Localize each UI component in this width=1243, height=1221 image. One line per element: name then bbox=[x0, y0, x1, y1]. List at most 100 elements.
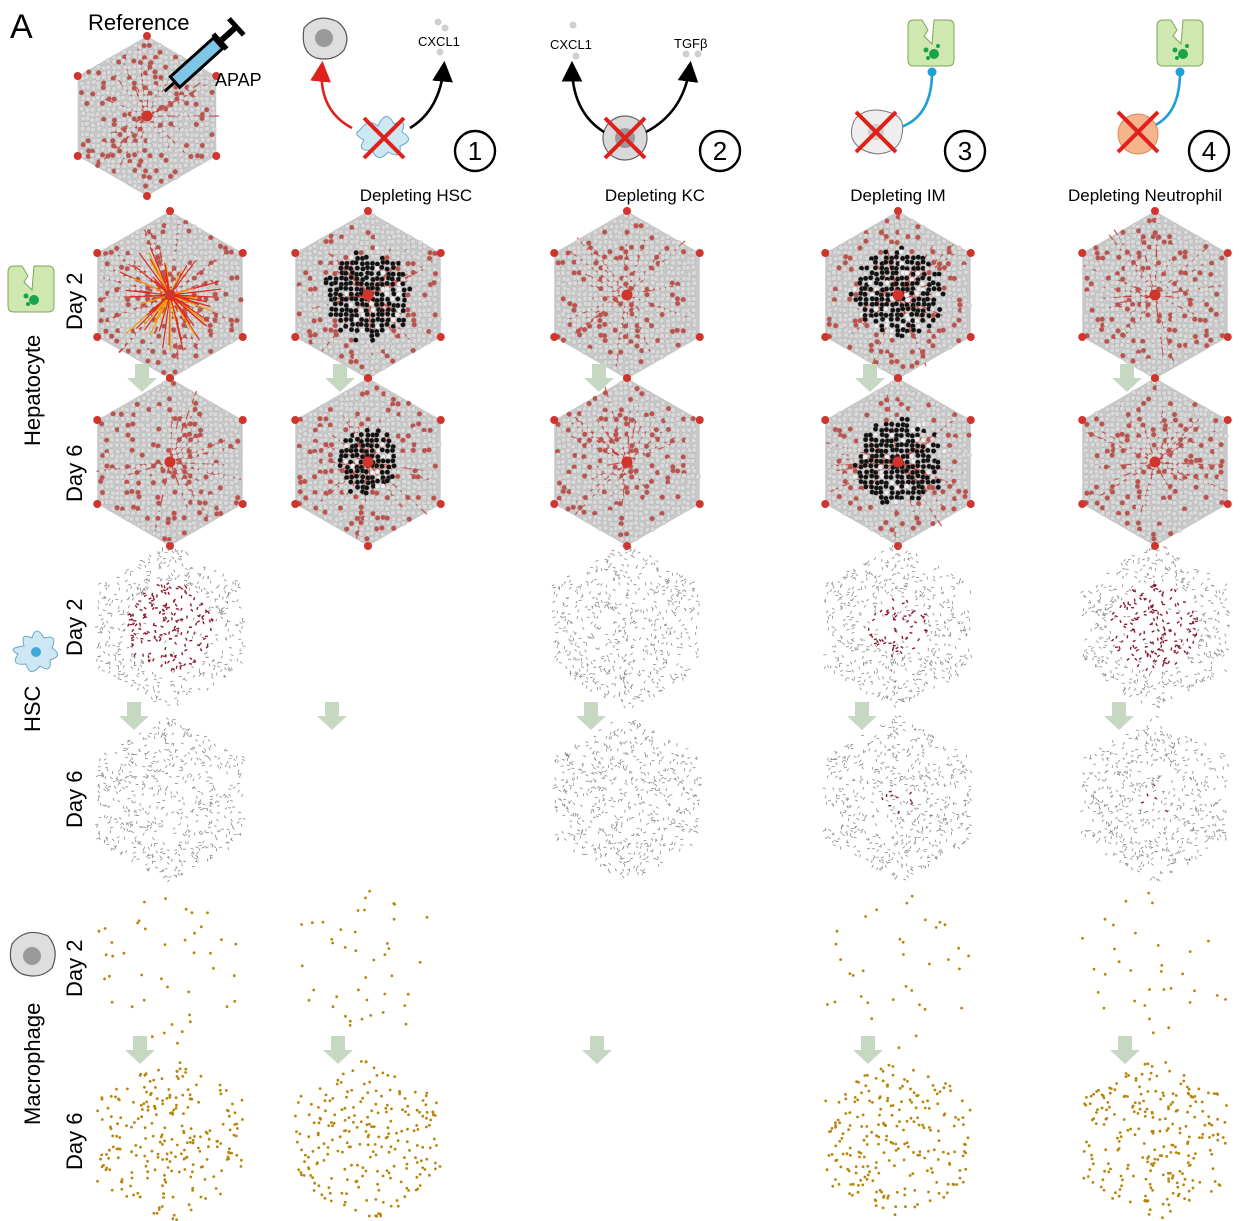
down-arrow-icon bbox=[317, 702, 347, 730]
panel-letter: A bbox=[10, 8, 33, 46]
svg-text:Day 2: Day 2 bbox=[62, 599, 87, 656]
scenario-2-diagram: CXCL1 TGFβ 2 Depleting KC bbox=[550, 21, 742, 205]
scenario-3-number: 3 bbox=[958, 136, 972, 166]
down-arrow-icon bbox=[1110, 1036, 1140, 1064]
scenario-1-number: 1 bbox=[468, 136, 482, 166]
macrophage-lobule-tile bbox=[1082, 1061, 1228, 1220]
hepatocyte-lobule-tile bbox=[291, 207, 445, 383]
hepatocyte-icon bbox=[7, 265, 55, 313]
scenario-1-label: Depleting HSC bbox=[360, 186, 472, 205]
svg-text:Day 2: Day 2 bbox=[62, 940, 87, 997]
hepatocyte-icon bbox=[907, 19, 955, 67]
hepatocyte-lobule-tile bbox=[93, 207, 247, 383]
day-6-label: Day 6 bbox=[62, 1113, 87, 1170]
down-arrow-icon bbox=[127, 364, 157, 392]
hepatocyte-icon bbox=[1156, 19, 1204, 67]
depletion-cross-icon bbox=[362, 116, 406, 160]
scenario-4-label: Depleting Neutrophil bbox=[1068, 186, 1222, 205]
hsc-lobule-tile bbox=[552, 719, 702, 879]
central-vein bbox=[892, 289, 904, 301]
hepatocyte-lobule-tile bbox=[1078, 374, 1232, 550]
drug-label: APAP bbox=[215, 70, 262, 90]
macrophage-lobule-tile bbox=[97, 897, 238, 1045]
reference-label: Reference bbox=[88, 10, 190, 35]
down-arrow-icon bbox=[323, 1036, 353, 1064]
day-6-label: Day 6 bbox=[62, 771, 87, 828]
progression-arrows bbox=[119, 364, 1142, 1064]
down-arrow-icon bbox=[853, 1036, 883, 1064]
macrophage-icon bbox=[302, 17, 348, 60]
down-arrow-icon bbox=[1112, 364, 1142, 392]
hsc-lobule-tile bbox=[822, 715, 973, 881]
central-vein bbox=[1149, 456, 1161, 468]
macrophage-lobule-tile bbox=[300, 889, 429, 1027]
depletion-cross-icon bbox=[603, 116, 647, 160]
hsc-lobule-tile bbox=[551, 544, 700, 709]
central-vein bbox=[621, 456, 633, 468]
simulation-grid bbox=[93, 207, 1232, 1221]
scenario-2-number: 2 bbox=[713, 136, 727, 166]
row-label-hepatocyte: Hepatocyte bbox=[20, 335, 45, 446]
central-vein bbox=[362, 456, 374, 468]
central-vein bbox=[141, 110, 153, 122]
hepatocyte-lobule-tile bbox=[550, 207, 704, 383]
scenario-2-label: Depleting KC bbox=[605, 186, 705, 205]
central-vein bbox=[164, 456, 176, 468]
svg-text:Day 6: Day 6 bbox=[62, 771, 87, 828]
macrophage-lobule-tile bbox=[826, 894, 970, 1050]
hepatocyte-lobule-tile bbox=[1078, 207, 1232, 383]
scenario-4-number: 4 bbox=[1202, 136, 1216, 166]
cxcl1-label-1: CXCL1 bbox=[418, 34, 460, 49]
down-arrow-icon bbox=[847, 702, 877, 730]
down-arrow-icon bbox=[855, 364, 885, 392]
central-vein bbox=[621, 289, 633, 301]
scenario-4-diagram: 4 Depleting Neutrophil bbox=[1068, 19, 1231, 205]
central-vein bbox=[362, 289, 374, 301]
hepatocyte-lobule-tile bbox=[550, 374, 704, 550]
svg-text:Day 6: Day 6 bbox=[62, 1113, 87, 1170]
macrophage-lobule-tile bbox=[294, 1060, 442, 1221]
hsc-lobule-tile bbox=[95, 547, 246, 707]
svg-text:Day 2: Day 2 bbox=[62, 273, 87, 330]
down-arrow-icon bbox=[582, 1036, 612, 1064]
row-label-hsc: HSC bbox=[20, 685, 45, 732]
row-label-macrophage: Macrophage bbox=[20, 1003, 45, 1125]
hepatocyte-lobule-tile bbox=[93, 374, 247, 550]
depletion-cross-icon bbox=[854, 110, 898, 154]
cxcl1-molecule-icon bbox=[434, 18, 449, 56]
down-arrow-icon bbox=[584, 364, 614, 392]
scenario-3-diagram: 3 Depleting IM bbox=[850, 19, 987, 205]
tgfb-molecule-icon bbox=[682, 50, 702, 58]
scenario-1-diagram: CXCL1 1 Depleting HSC bbox=[302, 17, 497, 205]
day-2-label: Day 2 bbox=[62, 599, 87, 656]
down-arrow-icon bbox=[325, 364, 355, 392]
hsc-lobule-tile bbox=[95, 717, 246, 883]
down-arrow-icon bbox=[125, 1036, 155, 1064]
hepatocyte-lobule-tile bbox=[291, 374, 445, 550]
hepatocyte-lobule-tile bbox=[821, 374, 975, 550]
syringe-icon bbox=[163, 16, 246, 93]
tgfb-label: TGFβ bbox=[674, 36, 707, 51]
day-2-label: Day 2 bbox=[62, 940, 87, 997]
macrophage-lobule-tile bbox=[824, 1063, 972, 1217]
hsc-lobule-tile bbox=[1080, 546, 1230, 709]
hsc-icon bbox=[12, 630, 58, 672]
svg-text:Day 6: Day 6 bbox=[62, 445, 87, 502]
central-vein bbox=[164, 289, 176, 301]
macrophage-icon bbox=[9, 931, 56, 977]
day-6-label: Day 6 bbox=[62, 445, 87, 502]
macrophage-lobule-tile bbox=[1081, 891, 1227, 1035]
down-arrow-icon bbox=[576, 702, 606, 730]
day-2-label: Day 2 bbox=[62, 273, 87, 330]
central-vein bbox=[892, 456, 904, 468]
down-arrow-icon bbox=[119, 702, 149, 730]
macrophage-lobule-tile bbox=[96, 1061, 244, 1221]
hepatocyte-lobule-tile bbox=[821, 207, 975, 383]
cxcl1-molecule-icon bbox=[569, 21, 580, 60]
hsc-lobule-tile bbox=[1080, 715, 1230, 882]
down-arrow-icon bbox=[1104, 702, 1134, 730]
depletion-cross-icon bbox=[1116, 110, 1160, 154]
hsc-lobule-tile bbox=[823, 544, 973, 708]
scenario-3-label: Depleting IM bbox=[850, 186, 945, 205]
